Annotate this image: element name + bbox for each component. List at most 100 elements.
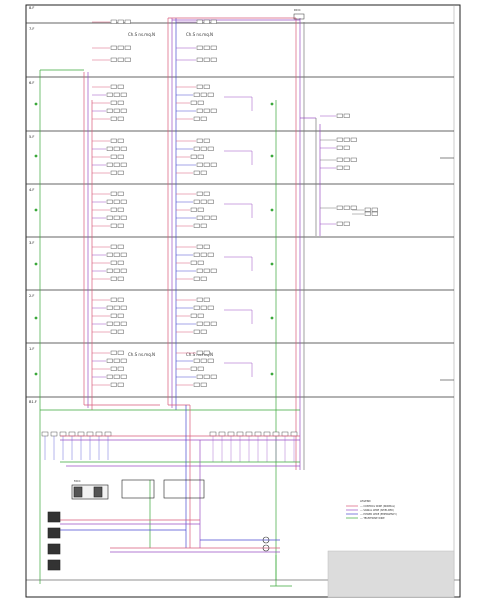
device-box bbox=[210, 268, 217, 273]
device-box bbox=[106, 146, 113, 151]
device-box bbox=[117, 19, 124, 24]
device-box bbox=[343, 157, 350, 162]
device-box bbox=[272, 431, 280, 437]
device-box bbox=[190, 154, 197, 159]
device-box bbox=[113, 146, 120, 151]
device-box bbox=[350, 137, 357, 142]
device-box bbox=[207, 199, 214, 204]
device-box bbox=[117, 191, 124, 196]
device-box bbox=[117, 382, 124, 387]
device-box bbox=[106, 268, 113, 273]
device-box bbox=[120, 374, 127, 379]
device-box bbox=[120, 215, 127, 220]
device-box bbox=[117, 84, 124, 89]
device-box bbox=[124, 57, 131, 62]
device-box bbox=[120, 199, 127, 204]
device-box bbox=[68, 431, 76, 437]
device-box bbox=[343, 145, 350, 150]
device-box bbox=[207, 305, 214, 310]
device-box bbox=[203, 374, 210, 379]
room-note: Ch.S ns.mq.N bbox=[128, 352, 155, 357]
device-box bbox=[200, 116, 207, 121]
device-box bbox=[371, 207, 378, 212]
device-box bbox=[343, 221, 350, 226]
device-box bbox=[207, 252, 214, 257]
device-box bbox=[210, 108, 217, 113]
device-box bbox=[336, 165, 343, 170]
legend: LEGEND --- CONTROL WIRE (NORMAL) --- SIG… bbox=[346, 499, 397, 520]
device-box bbox=[41, 431, 49, 437]
floor-label: 7.F bbox=[29, 27, 35, 31]
device-box bbox=[106, 374, 113, 379]
panel-cell bbox=[73, 486, 83, 498]
device-box bbox=[110, 170, 117, 175]
device-box bbox=[110, 57, 117, 62]
legend-item: --- SIGNAL WIRE (SHIELDED) bbox=[360, 509, 394, 512]
device-box bbox=[290, 431, 298, 437]
device-box bbox=[350, 205, 357, 210]
device-box bbox=[193, 358, 200, 363]
device-box bbox=[193, 223, 200, 228]
device-box bbox=[117, 170, 124, 175]
device-box bbox=[200, 276, 207, 281]
device-box bbox=[200, 252, 207, 257]
device-box bbox=[106, 358, 113, 363]
device-box bbox=[196, 215, 203, 220]
device-box bbox=[106, 305, 113, 310]
device-box bbox=[336, 145, 343, 150]
device-rows bbox=[41, 19, 378, 462]
device-box bbox=[196, 84, 203, 89]
device-box bbox=[193, 170, 200, 175]
lower-distribution bbox=[40, 404, 300, 587]
device-box bbox=[200, 305, 207, 310]
junction-markers bbox=[34, 102, 274, 376]
device-box bbox=[110, 100, 117, 105]
device-box bbox=[336, 205, 343, 210]
device-box bbox=[197, 366, 204, 371]
drawing-frame bbox=[25, 4, 461, 598]
device-box bbox=[197, 100, 204, 105]
device-box bbox=[110, 84, 117, 89]
device-box bbox=[196, 268, 203, 273]
device-box bbox=[197, 207, 204, 212]
device-box bbox=[203, 45, 210, 50]
floor-label: 6.F bbox=[29, 81, 35, 85]
device-box bbox=[336, 137, 343, 142]
device-box bbox=[196, 374, 203, 379]
device-box bbox=[193, 252, 200, 257]
device-box bbox=[196, 244, 203, 249]
device-box bbox=[117, 116, 124, 121]
device-box bbox=[336, 221, 343, 226]
device-box bbox=[203, 162, 210, 167]
device-box bbox=[110, 276, 117, 281]
device-box bbox=[120, 146, 127, 151]
device-box bbox=[196, 297, 203, 302]
device-box bbox=[124, 19, 131, 24]
device-box bbox=[203, 244, 210, 249]
device-box bbox=[110, 223, 117, 228]
floor-label: B1.F bbox=[29, 400, 37, 404]
control-panel bbox=[163, 479, 205, 499]
device-box bbox=[196, 191, 203, 196]
panel-cell bbox=[93, 486, 103, 498]
device-box bbox=[106, 199, 113, 204]
device-box bbox=[343, 137, 350, 142]
device-box bbox=[193, 146, 200, 151]
device-box bbox=[203, 19, 210, 24]
room-note: Ch.S ns.mq.N bbox=[128, 32, 155, 37]
device-box bbox=[50, 431, 58, 437]
device-box bbox=[203, 350, 210, 355]
floor-label: 1.F bbox=[29, 347, 35, 351]
device-box bbox=[113, 199, 120, 204]
device-box bbox=[117, 329, 124, 334]
device-box bbox=[95, 431, 103, 437]
device-box bbox=[110, 382, 117, 387]
device-box bbox=[110, 297, 117, 302]
device-box bbox=[343, 165, 350, 170]
device-box bbox=[117, 276, 124, 281]
sub-panel bbox=[47, 511, 61, 523]
device-box bbox=[120, 162, 127, 167]
device-box bbox=[343, 113, 350, 118]
device-box bbox=[117, 45, 124, 50]
